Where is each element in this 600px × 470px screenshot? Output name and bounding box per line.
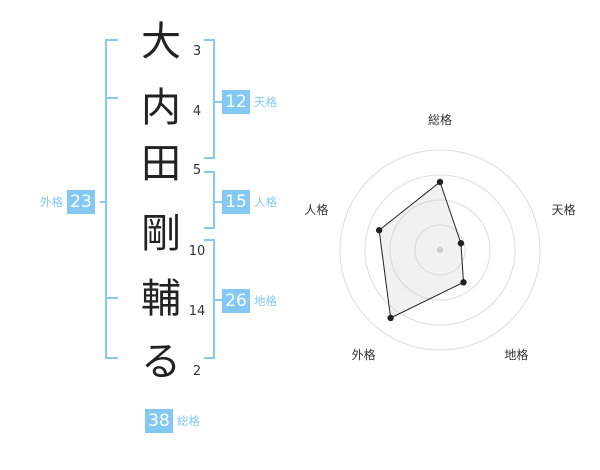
radar-point-1: [436, 178, 444, 186]
radar-axis-label-3: 地格: [504, 347, 528, 362]
name-char-2: 内: [141, 85, 181, 131]
gaikaku-badge: 外格 23: [36, 190, 95, 214]
jinkaku-badge: 15 人格: [222, 190, 281, 214]
tenkaku-badge: 12 天格: [222, 90, 281, 114]
stroke-count-3: 5: [192, 163, 202, 178]
radar-point-3: [460, 279, 467, 286]
radar-ring-2: [389, 199, 491, 301]
outer-bracket: [105, 39, 118, 359]
name-char-3: 田: [141, 141, 181, 187]
radar-polygon: [378, 181, 465, 319]
radar-center: [437, 247, 443, 253]
soukaku-badge: 38 総格: [145, 409, 204, 433]
radar-point-5: [375, 227, 383, 234]
tenkaku-value: 12: [222, 90, 250, 114]
soukaku-value: 38: [145, 409, 173, 433]
radar-point-4: [387, 314, 394, 322]
soukaku-label: 総格: [177, 414, 200, 428]
chikaku-value: 26: [222, 289, 250, 313]
radar-ring-1: [414, 224, 466, 276]
stroke-count-1: 3: [192, 44, 202, 59]
radar-axis-label-2: 天格: [552, 202, 576, 217]
tenkaku-bracket: [204, 39, 215, 159]
name-char-4: 剛: [141, 211, 181, 257]
jinkaku-bracket: [204, 171, 215, 229]
radar-axis-label-5: 人格: [304, 202, 328, 217]
radar-axis-label-1: 総格: [428, 112, 452, 127]
stroke-count-5: 14: [188, 304, 206, 319]
name-char-6: る: [141, 339, 181, 385]
radar-axis-label-4: 外格: [352, 347, 376, 362]
name-char-1: 大: [141, 19, 181, 65]
chikaku-label: 地格: [254, 294, 277, 308]
stroke-count-4: 10: [188, 244, 206, 259]
stroke-count-2: 4: [192, 104, 202, 119]
chikaku-badge: 26 地格: [222, 289, 281, 313]
jinkaku-label: 人格: [254, 195, 277, 209]
radar-ring-4: [339, 149, 541, 351]
stroke-count-6: 2: [192, 364, 202, 379]
radar-point-2: [457, 240, 465, 247]
gaikaku-value: 23: [67, 190, 95, 214]
radar-ring-3: [364, 174, 516, 326]
jinkaku-value: 15: [222, 190, 250, 214]
bracket-lines: [100, 39, 222, 359]
tenkaku-label: 天格: [254, 95, 277, 109]
gaikaku-label: 外格: [40, 195, 63, 209]
name-char-5: 輔: [141, 276, 181, 322]
